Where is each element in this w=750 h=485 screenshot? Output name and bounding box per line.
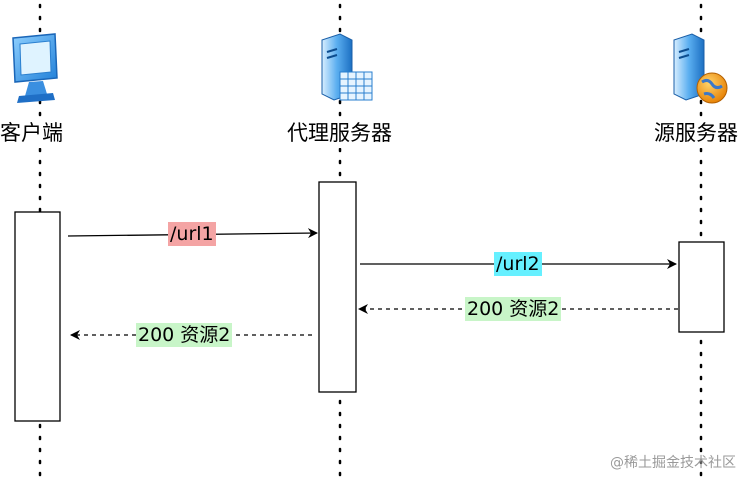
response-proxy-label: 200 资源2 — [136, 323, 233, 347]
proxy-label: 代理服务器 — [287, 118, 392, 148]
request1-label: /url1 — [168, 222, 216, 246]
origin-label: 源服务器 — [654, 118, 738, 148]
request2-label: /url2 — [494, 252, 542, 276]
origin-activation — [678, 241, 725, 333]
server-globe-icon — [673, 33, 728, 104]
monitor-icon — [12, 33, 58, 103]
response-origin-label: 200 资源2 — [465, 297, 562, 321]
watermark-text: @稀土掘金技术社区 — [610, 455, 736, 471]
server-grid-icon — [321, 33, 373, 101]
proxy-activation — [318, 181, 357, 393]
client-activation — [14, 211, 61, 422]
client-label: 客户端 — [0, 118, 63, 148]
